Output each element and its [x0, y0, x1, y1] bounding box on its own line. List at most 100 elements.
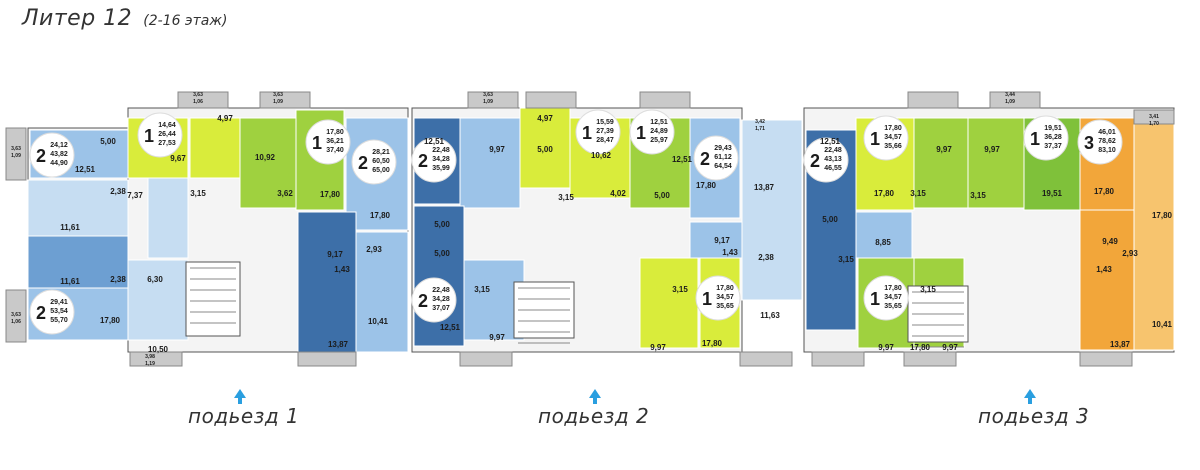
room-area: 13,87 — [754, 183, 775, 192]
apartment-badge — [1023, 115, 1069, 161]
balcony — [1079, 351, 1133, 367]
room-area: 9,67 — [170, 154, 186, 163]
total-area: 24,89 — [650, 128, 668, 135]
room-area: 3,15 — [474, 285, 490, 294]
room-area: 9,97 — [489, 145, 505, 154]
room-area: 6,30 — [147, 275, 163, 284]
total-area: 34,28 — [432, 296, 450, 303]
apartment-zone — [189, 117, 241, 179]
room-area: 11,61 — [60, 277, 80, 286]
living-area: 22,48 — [432, 287, 450, 294]
room-count: 1 — [870, 289, 880, 309]
entrance-3-label[interactable]: подьезд 3 — [978, 404, 1090, 428]
room-area: 12,51 — [820, 137, 841, 146]
apartment-badge — [1077, 119, 1123, 165]
room-area: 2,93 — [366, 245, 382, 254]
apartment-badge — [695, 275, 741, 321]
room-area: 17,80 — [702, 339, 723, 348]
balcony-area: 1,06 — [193, 99, 203, 105]
room-area: 3,15 — [910, 189, 926, 198]
balcony — [903, 351, 957, 367]
apartment-badge — [305, 119, 351, 165]
living-area: 29,43 — [714, 145, 732, 152]
gross-area: 35,65 — [716, 303, 734, 310]
entrance-arrow-icon — [234, 389, 246, 398]
balcony-area: 3,63 — [11, 312, 21, 318]
room-count: 1 — [582, 123, 592, 143]
room-area: 12,51 — [672, 155, 693, 164]
balcony — [177, 91, 229, 109]
room-area: 3,15 — [190, 189, 206, 198]
entrance-arrow-icon — [1024, 389, 1036, 398]
living-area: 17,80 — [884, 125, 902, 132]
total-area: 34,57 — [884, 134, 902, 141]
balcony-area: 1,19 — [145, 361, 155, 367]
living-area: 22,48 — [824, 147, 842, 154]
balcony — [1133, 109, 1175, 125]
apartment-zone — [459, 117, 521, 209]
balcony-area: 3,63 — [193, 92, 203, 98]
balcony — [739, 351, 793, 367]
balcony — [5, 127, 27, 181]
entrance-arrow-icon — [238, 398, 242, 404]
apartment-zone — [913, 117, 969, 209]
room-area: 19,51 — [1042, 189, 1063, 198]
stairwell — [185, 261, 241, 337]
room-area: 17,80 — [696, 181, 717, 190]
living-area: 15,59 — [596, 119, 614, 126]
room-area: 9,97 — [878, 343, 894, 352]
apartment-zone — [741, 119, 803, 301]
living-area: 29,41 — [50, 299, 68, 306]
room-area: 5,00 — [434, 249, 450, 258]
balcony — [129, 351, 183, 367]
gross-area: 25,97 — [650, 137, 668, 144]
room-count: 2 — [36, 303, 46, 323]
room-area: 1,43 — [334, 265, 350, 274]
total-area: 26,44 — [158, 131, 176, 138]
gross-area: 65,00 — [372, 167, 390, 174]
gross-area: 35,99 — [432, 165, 450, 172]
total-area: 36,21 — [326, 138, 344, 145]
gross-area: 28,47 — [596, 137, 614, 144]
gross-area: 37,07 — [432, 305, 450, 312]
apartment-badge — [29, 132, 75, 178]
room-count: 1 — [144, 126, 154, 146]
room-area: 5,00 — [434, 220, 450, 229]
balcony — [459, 351, 513, 367]
total-area: 34,57 — [884, 294, 902, 301]
room-area: 17,80 — [874, 189, 895, 198]
room-area: 10,92 — [255, 153, 276, 162]
entrance-2-label[interactable]: подьезд 2 — [538, 404, 650, 428]
room-area: 10,50 — [148, 345, 169, 354]
total-area: 61,12 — [714, 154, 732, 161]
room-area: 9,49 — [1102, 237, 1118, 246]
room-area: 17,80 — [1094, 187, 1115, 196]
room-area: 5,00 — [100, 137, 116, 146]
total-area: 43,13 — [824, 156, 842, 163]
entrance-1-label[interactable]: подьезд 1 — [188, 404, 300, 428]
balcony — [811, 351, 865, 367]
gross-area: 37,37 — [1044, 143, 1062, 150]
building-title: Литер 12 — [22, 6, 133, 31]
entrance-arrow-icon — [1028, 398, 1032, 404]
balcony — [5, 289, 27, 343]
balcony-area: 3,98 — [145, 354, 155, 360]
room-count: 1 — [312, 133, 322, 153]
total-area: 36,28 — [1044, 134, 1062, 141]
room-area: 1,43 — [722, 248, 738, 257]
living-area: 17,80 — [326, 129, 344, 136]
page-title: Литер 12 (2-16 этаж) — [22, 6, 227, 31]
floor-range: (2-16 этаж) — [143, 13, 228, 29]
living-area: 19,51 — [1044, 125, 1062, 132]
apartment-badge — [629, 109, 675, 155]
total-area: 34,28 — [432, 156, 450, 163]
living-area: 12,51 — [650, 119, 668, 126]
room-count: 2 — [810, 151, 820, 171]
balcony-area: 1,09 — [273, 99, 283, 105]
apartment-badge — [575, 109, 621, 155]
balcony-area: 1,09 — [1005, 99, 1015, 105]
balcony-area: 3,63 — [273, 92, 283, 98]
room-area: 3,15 — [970, 191, 986, 200]
apartment-badge — [351, 139, 397, 185]
